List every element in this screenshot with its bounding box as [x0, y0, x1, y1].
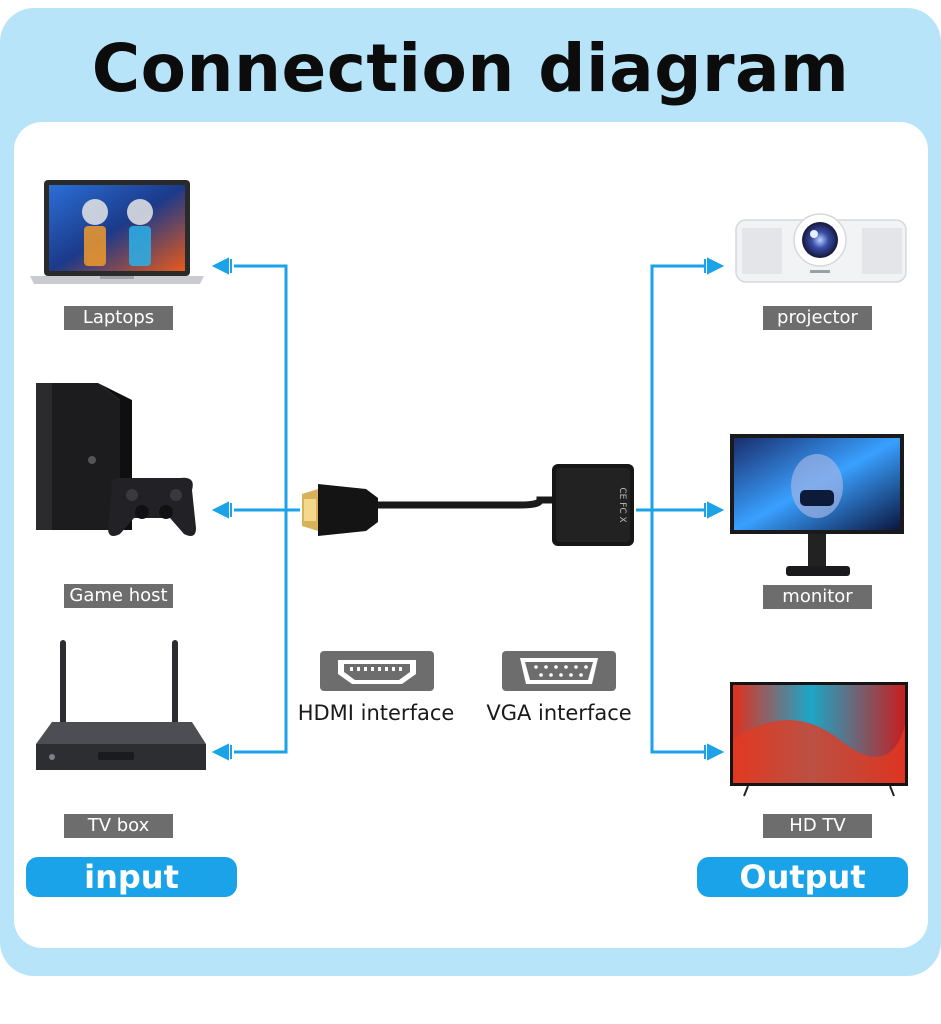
adapter-marking: CE FC X	[617, 487, 627, 522]
input-connector-lines	[234, 264, 300, 754]
output-connector-lines	[636, 264, 706, 754]
game-console-icon	[36, 383, 196, 536]
input-arrowheads	[211, 257, 232, 761]
output-arrowheads	[704, 257, 725, 761]
input-label-laptops: Laptops	[64, 306, 173, 330]
hdmi-interface-label: HDMI interface	[297, 701, 455, 725]
projector-icon	[735, 213, 907, 283]
vga-port-icon	[502, 651, 616, 691]
laptop-icon	[30, 180, 204, 284]
tv-box-icon	[36, 640, 206, 770]
hdmi-to-vga-adapter-icon: CE FC X	[302, 464, 634, 546]
input-label-tv-box: TV box	[64, 814, 173, 838]
page-title: Connection diagram	[91, 30, 850, 107]
input-device-badge: input device	[26, 857, 237, 936]
output-label-hd-tv: HD TV	[763, 814, 872, 838]
output-label-monitor: monitor	[763, 585, 872, 609]
vga-interface-label: VGA interface	[486, 701, 632, 725]
tv-icon	[730, 682, 908, 797]
output-label-projector: projector	[763, 306, 872, 330]
input-label-game-host: Game host	[64, 584, 173, 608]
monitor-icon	[730, 434, 904, 576]
hdmi-port-icon	[320, 651, 434, 691]
output-device-badge: Output device	[697, 857, 908, 936]
